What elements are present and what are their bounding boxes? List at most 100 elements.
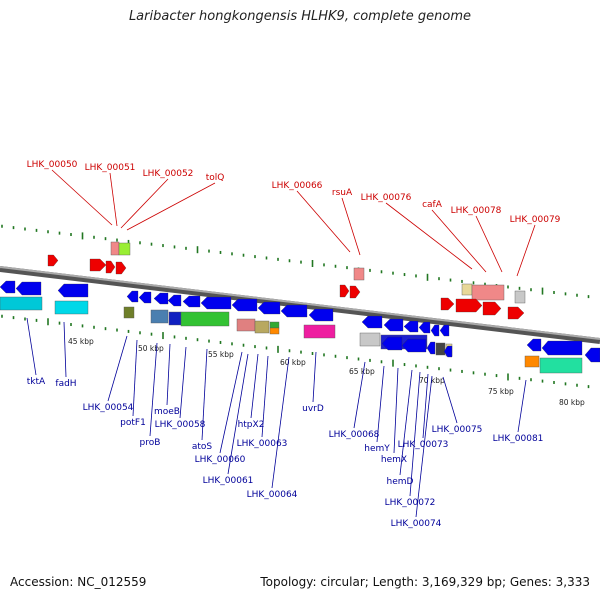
reverse-leader-line [227, 353, 249, 475]
reverse-gene-arrow [541, 340, 583, 356]
reverse-gene-label: LHK_00060 [195, 455, 246, 465]
forward-gene-label: LHK_00052 [143, 169, 194, 179]
forward-gene-label: cafA [422, 200, 443, 210]
forward-leader-line [296, 190, 351, 253]
feature-block [236, 318, 256, 332]
forward-gene-label: LHK_00078 [451, 206, 502, 216]
forward-gene-label: LHK_00076 [361, 193, 412, 203]
reverse-leader-line [409, 371, 421, 497]
reverse-gene-label: potF1 [120, 418, 146, 428]
forward-leader-line [475, 215, 503, 273]
forward-leader-line [120, 178, 169, 229]
reverse-gene-arrow [126, 290, 139, 303]
scale-label: 80 kbp [559, 398, 585, 407]
reverse-leader-line [415, 375, 433, 518]
scale-label: 60 kbp [280, 358, 306, 367]
reverse-leader-line [393, 367, 399, 454]
reverse-gene-label: hemX [381, 455, 407, 465]
reverse-gene-arrow [526, 338, 542, 352]
reverse-gene-label: hemY [364, 444, 390, 454]
forward-gene-arrow [339, 284, 350, 298]
reverse-gene-label: atoS [192, 442, 213, 452]
forward-gene-arrow [115, 261, 127, 275]
forward-gene-label: tolQ [206, 173, 225, 183]
forward-leader-line [51, 169, 113, 226]
reverse-gene-arrow [200, 296, 232, 310]
feature-block [168, 311, 182, 326]
forward-gene-arrow [507, 306, 525, 320]
gene-arrows [0, 254, 600, 363]
scale-label: 65 kbp [349, 367, 375, 376]
reverse-leader-line [63, 321, 67, 378]
forward-leader-line [341, 197, 361, 256]
reverse-gene-arrow [138, 291, 152, 304]
reverse-leader-line [261, 355, 269, 438]
forward-leader-line [126, 182, 216, 231]
reverse-gene-arrow [0, 280, 16, 294]
feature-block [353, 267, 365, 281]
reverse-gene-arrow [257, 301, 281, 315]
reverse-gene-label: fadH [55, 379, 76, 389]
genome-backbone [0, 266, 600, 344]
reverse-gene-label: LHK_00063 [237, 439, 288, 449]
reverse-gene-arrow [381, 336, 403, 351]
reverse-gene-arrow [182, 295, 201, 308]
reverse-leader-line [179, 346, 187, 419]
feature-block [54, 300, 89, 315]
forward-gene-arrow [482, 301, 502, 316]
forward-gene-label: LHK_00051 [85, 163, 136, 173]
feature-block [150, 309, 169, 324]
reverse-leader-line [442, 376, 458, 424]
feature-block [461, 283, 473, 296]
reverse-leader-line [312, 351, 317, 403]
reverse-gene-arrow [15, 281, 42, 296]
reverse-gene-label: LHK_00058 [155, 420, 206, 430]
forward-gene-label: LHK_00066 [272, 181, 323, 191]
reverse-gene-label: LHK_00064 [247, 490, 298, 500]
reverse-gene-arrow [153, 292, 169, 305]
reverse-gene-arrow [231, 298, 258, 312]
reverse-gene-label: tktA [27, 377, 46, 387]
reverse-gene-arrow [308, 308, 334, 322]
feature-block [524, 355, 540, 368]
reverse-leader-line [399, 369, 413, 476]
reverse-gene-label: LHK_00074 [391, 519, 442, 529]
reverse-leader-line [353, 361, 366, 429]
reverse-gene-arrow [584, 347, 600, 363]
reverse-gene-arrow [280, 304, 308, 318]
reverse-gene-arrow [167, 294, 182, 307]
genome-summary-text: Topology: circular; Length: 3,169,329 bp… [260, 575, 590, 589]
forward-gene-arrow [47, 254, 59, 267]
reverse-gene-label: hemD [387, 477, 414, 487]
reverse-gene-arrow [443, 345, 453, 358]
reverse-gene-arrow [426, 341, 436, 355]
reverse-gene-label: uvrD [302, 404, 324, 414]
forward-gene-label: LHK_00079 [510, 215, 561, 225]
forward-gene-arrow [349, 285, 361, 299]
reverse-leader-line [201, 348, 208, 441]
reverse-gene-arrow [383, 318, 404, 332]
reverse-leader-line [132, 339, 138, 417]
reverse-gene-arrow [57, 283, 89, 298]
reverse-gene-arrow [361, 315, 383, 329]
feature-block [269, 327, 280, 335]
reverse-leader-line [107, 335, 128, 402]
feature-block [269, 321, 280, 329]
feature-block [0, 296, 43, 311]
reverse-gene-arrow [401, 338, 427, 353]
reverse-gene-label: LHK_00061 [203, 476, 254, 486]
feature-block [180, 311, 230, 327]
scale-label: 50 kbp [138, 344, 164, 353]
reverse-leader-line [166, 343, 171, 406]
reverse-gene-label: LHK_00054 [83, 403, 134, 413]
reverse-gene-label: proB [140, 438, 161, 448]
feature-block [435, 342, 446, 356]
forward-gene-arrow [105, 260, 116, 274]
reverse-gene-label: LHK_00081 [493, 434, 544, 444]
reverse-leader-line [149, 342, 158, 437]
forward-leader-line [385, 202, 473, 270]
label-leader-lines [26, 169, 536, 518]
reverse-leader-line [376, 365, 385, 443]
